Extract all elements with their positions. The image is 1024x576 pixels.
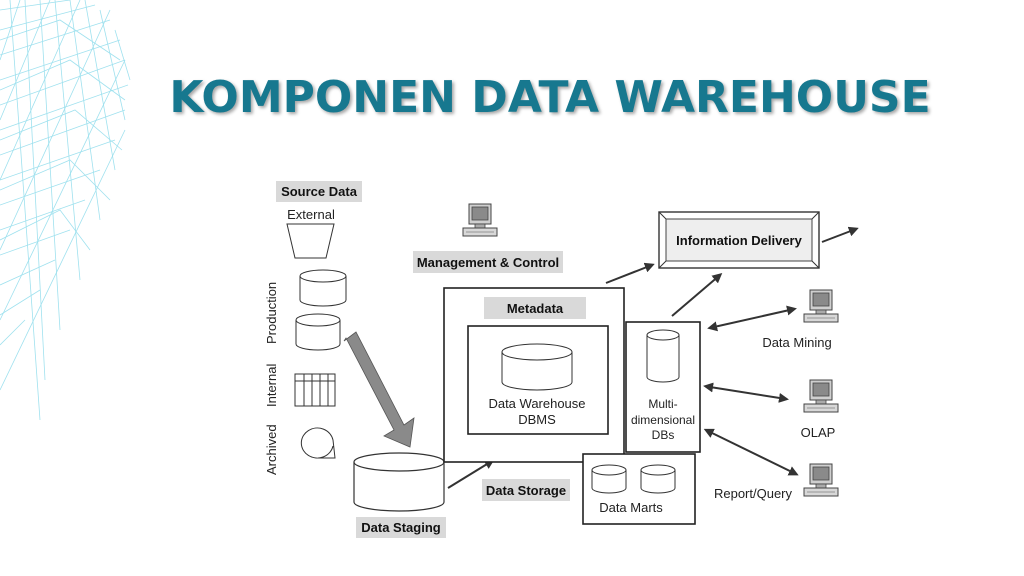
computer-icon bbox=[803, 463, 839, 497]
source-data-label: Source Data bbox=[276, 181, 362, 202]
metadata-text: Metadata bbox=[507, 301, 564, 316]
staging-to-storage-arrow bbox=[447, 459, 495, 489]
olap-arrow bbox=[703, 382, 789, 403]
dw-dbms-cylinder bbox=[501, 343, 573, 391]
dw-dbms-label-line1: Data Warehouse bbox=[488, 396, 585, 411]
data-marts-label: Data Marts bbox=[599, 500, 663, 515]
computer-icon bbox=[803, 289, 839, 323]
internal-label: Internal bbox=[264, 364, 279, 407]
data-staging-label: Data Staging bbox=[356, 517, 446, 538]
data-staging-cylinder bbox=[353, 452, 445, 512]
multidim-label-line2: dimensional bbox=[631, 413, 695, 427]
computer-icon bbox=[803, 379, 839, 413]
data-storage-label: Data Storage bbox=[482, 479, 570, 501]
production-cylinder-2 bbox=[295, 313, 341, 351]
metadata-label: Metadata bbox=[484, 297, 586, 319]
storage-to-delivery-arrow bbox=[605, 262, 655, 284]
management-control-label: Management & Control bbox=[413, 251, 563, 273]
page-title: KOMPONEN DATA WAREHOUSE bbox=[169, 72, 931, 123]
management-control-text: Management & Control bbox=[417, 255, 559, 270]
data-mining-arrow bbox=[707, 305, 797, 332]
report-query-arrow bbox=[703, 428, 799, 476]
information-delivery-text: Information Delivery bbox=[676, 233, 802, 248]
data-mining-label: Data Mining bbox=[762, 335, 831, 350]
dw-dbms-label-line2: DBMS bbox=[518, 412, 556, 427]
data-staging-text: Data Staging bbox=[361, 520, 441, 535]
source-data-text: Source Data bbox=[281, 184, 358, 199]
data-mart-cylinder-2 bbox=[640, 464, 676, 494]
data-storage-text: Data Storage bbox=[486, 483, 566, 498]
data-mart-cylinder-1 bbox=[591, 464, 627, 494]
olap-label: OLAP bbox=[801, 425, 836, 440]
archived-disk-icon bbox=[300, 427, 336, 459]
external-source-shape bbox=[286, 223, 335, 259]
internal-table-icon bbox=[294, 373, 336, 407]
delivery-out-arrow bbox=[821, 226, 859, 243]
multidimensional-cylinder bbox=[646, 329, 680, 383]
archived-label: Archived bbox=[264, 424, 279, 475]
big-arrow bbox=[343, 331, 415, 448]
decorative-wireframe bbox=[0, 0, 131, 420]
production-cylinder-1 bbox=[299, 269, 347, 307]
external-label: External bbox=[287, 207, 335, 222]
computer-icon bbox=[462, 203, 498, 237]
multidim-label-line1: Multi- bbox=[648, 397, 677, 411]
production-label: Production bbox=[264, 282, 279, 344]
information-delivery-box: Information Delivery bbox=[658, 211, 820, 269]
multidim-to-delivery-arrow bbox=[671, 273, 723, 317]
report-query-label: Report/Query bbox=[714, 486, 793, 501]
multidim-label-line3: DBs bbox=[652, 428, 675, 442]
